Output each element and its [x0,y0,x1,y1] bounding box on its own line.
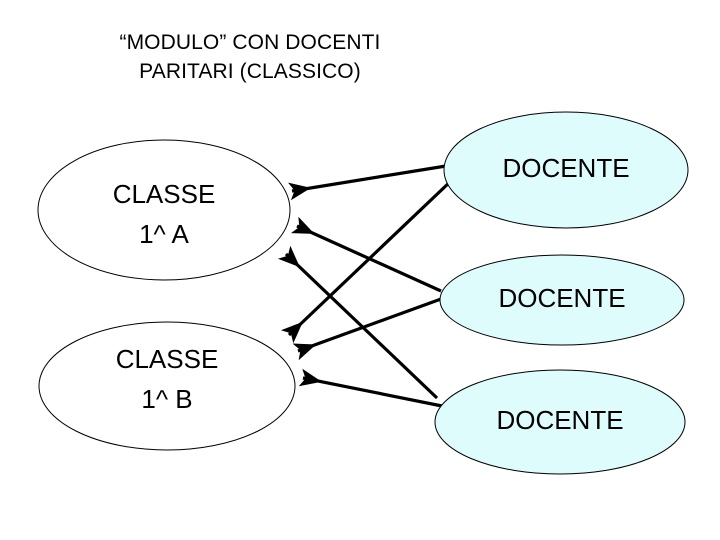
edge-layer [277,164,454,408]
classe-1b-label-line2: 1^ B [141,384,192,414]
node-classe-1b[interactable]: CLASSE 1^ B [38,321,296,451]
classe-1a-ellipse[interactable] [37,139,291,281]
docente-2-label: DOCENTE [498,283,625,313]
docente-3-ellipse[interactable] [434,369,686,475]
page-title: “MODULO” CON DOCENTI PARITARI (CLASSICO) [119,31,381,83]
edge-docente1-to-classe-1a [288,164,447,201]
edge-docente3-to-classe-1a [277,245,439,400]
classe-1b-ellipse[interactable] [38,321,296,451]
classe-1b-label-line1: CLASSE [116,344,219,374]
node-docente-2[interactable]: DOCENTE [439,254,685,346]
edge-docente2-to-classe-1b [292,297,442,361]
node-docente-3[interactable]: DOCENTE [434,369,686,475]
docente-1-ellipse[interactable] [443,111,689,229]
node-classe-1a[interactable]: CLASSE 1^ A [37,139,291,281]
docente-1-label: DOCENTE [502,153,629,183]
edge-docente2-to-classe-1a [290,216,442,293]
edge-docente3-to-classe-1b [298,368,443,408]
docente-3-label: DOCENTE [496,405,623,435]
classe-1a-label-line2: 1^ A [139,219,189,249]
node-docente-1[interactable]: DOCENTE [443,111,689,229]
docente-2-ellipse[interactable] [439,254,685,346]
classe-1a-label-line1: CLASSE [113,179,216,209]
